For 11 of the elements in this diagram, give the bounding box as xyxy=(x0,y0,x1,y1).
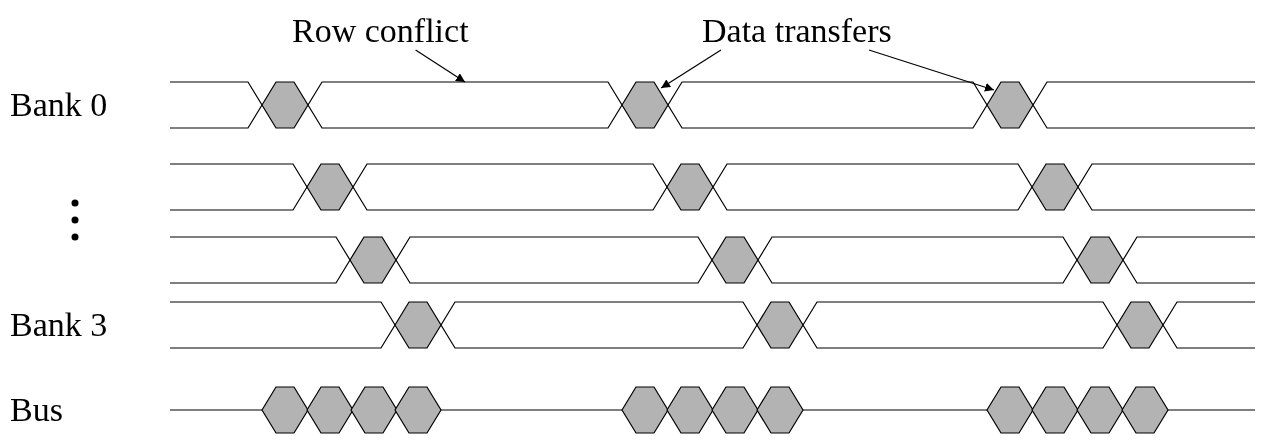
leader-arrow xyxy=(868,49,995,92)
signal-segment xyxy=(307,81,623,129)
row-label: Bank 0 xyxy=(10,88,108,122)
callout-label: Row conflict xyxy=(292,14,469,48)
leader-arrow xyxy=(415,49,466,83)
callout-label: Data transfers xyxy=(702,14,892,48)
data-hexagon xyxy=(986,81,1034,129)
row-label: Bus xyxy=(10,393,63,427)
leader-arrow xyxy=(660,49,722,89)
row-label: Bank 3 xyxy=(10,308,108,342)
data-hexagon xyxy=(621,81,669,129)
